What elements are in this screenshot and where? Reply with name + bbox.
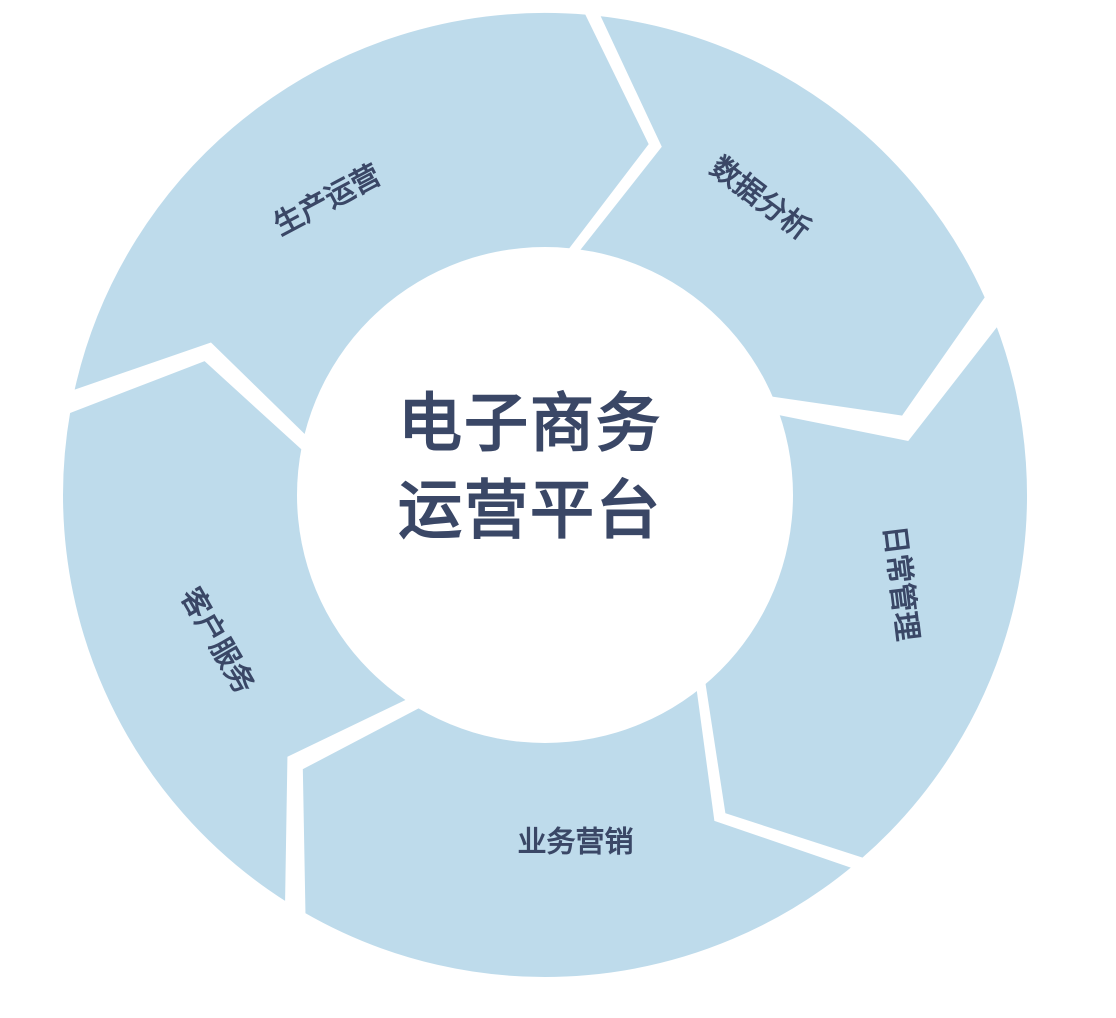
center-circle bbox=[297, 247, 793, 743]
segment-label-4: 业务营销 bbox=[517, 825, 633, 859]
center-title-line1: 电子商务 bbox=[398, 388, 662, 462]
center-title-line2: 运营平台 bbox=[398, 475, 662, 549]
